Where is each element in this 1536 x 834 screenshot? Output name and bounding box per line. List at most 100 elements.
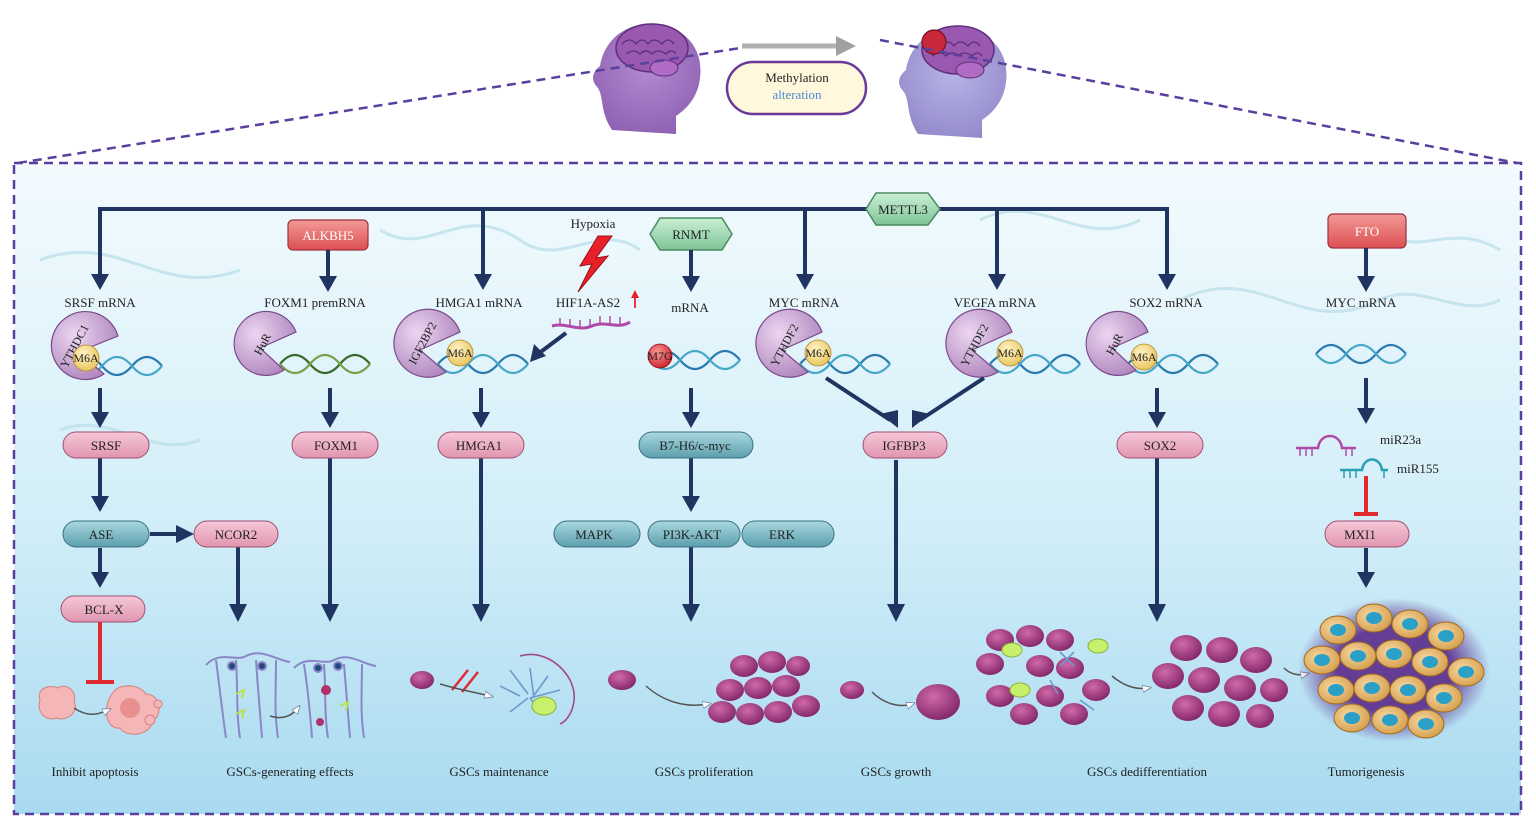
flow-arrows (98, 376, 1368, 608)
svg-text:M6A: M6A (73, 351, 99, 365)
pill-pi3k: PI3K-AKT (647, 520, 741, 548)
reader-hur-foxm1: HuR (233, 310, 297, 377)
inhibit-mxi1 (1354, 476, 1378, 516)
alteration-label: alteration (772, 87, 822, 102)
dediff-cluster (1152, 635, 1288, 728)
pill-ncor2: NCOR2 (193, 520, 279, 548)
foxm1-premrna-label: FOXM1 premRNA (264, 295, 366, 310)
svg-text:ERK: ERK (769, 527, 796, 542)
fto-arrow (1357, 248, 1375, 292)
svg-text:M6A: M6A (805, 346, 831, 360)
svg-text:PI3K-AKT: PI3K-AKT (663, 527, 722, 542)
gscs-generating-cells (205, 652, 377, 739)
up-arrow-icon (631, 290, 639, 308)
hif1a-arrow (530, 331, 568, 362)
mrna-label: mRNA (671, 300, 709, 315)
hif1a-as2-label: HIF1A-AS2 (556, 295, 620, 310)
m7g-mark: M7G (647, 343, 673, 369)
alkbh5-node: ALKBH5 (287, 219, 369, 251)
outcome-gscs-maintenance: GSCs maintenance (449, 764, 549, 779)
m6a-sox2: M6A (1130, 343, 1158, 371)
hmga1-mrna-label: HMGA1 mRNA (435, 295, 523, 310)
svg-text:M6A: M6A (447, 346, 473, 360)
outcome-gscs-growth: GSCs growth (861, 764, 932, 779)
pill-hmga1: HMGA1 (437, 431, 525, 459)
pill-foxm1: FOXM1 (291, 431, 379, 459)
pill-ase: ASE (62, 520, 150, 548)
vegfa-mrna-label: VEGFA mRNA (954, 295, 1037, 310)
helix-myc-fto (1315, 343, 1407, 365)
rnmt-arrow (682, 250, 700, 292)
m6a-srsf: M6A (72, 344, 100, 372)
svg-text:ASE: ASE (89, 527, 114, 542)
zoom-lines (17, 38, 1518, 165)
alkbh5-arrow (319, 250, 337, 292)
svg-text:MXI1: MXI1 (1344, 527, 1376, 542)
reader-igf2bp2: IGF2BP2 (393, 308, 461, 378)
svg-text:BCL-X: BCL-X (85, 602, 125, 617)
pill-igfbp3: IGFBP3 (862, 431, 948, 459)
gscs-maintenance-cells (410, 653, 575, 725)
header-left-head (593, 23, 701, 134)
svg-text:MAPK: MAPK (575, 527, 613, 542)
methylation-box: Methylation alteration (725, 60, 868, 116)
tumor-cluster (1283, 598, 1490, 742)
mirna-155: miR155 (1340, 458, 1439, 478)
svg-text:ALKBH5: ALKBH5 (302, 228, 353, 243)
svg-text:M7G: M7G (647, 349, 673, 363)
fto-node: FTO (1327, 213, 1407, 249)
srsf-mrna-label: SRSF mRNA (64, 295, 136, 310)
svg-text:HMGA1: HMGA1 (456, 438, 502, 453)
myc-mrna-label: MYC mRNA (769, 295, 840, 310)
outcome-gscs-generating: GSCs-generating effects (226, 764, 353, 779)
myc-fto-mrna-label: MYC mRNA (1326, 295, 1397, 310)
m6a-hmga1: M6A (446, 339, 474, 367)
pill-mapk: MAPK (553, 520, 641, 548)
outcome-gscs-proliferation: GSCs proliferation (655, 764, 754, 779)
methylation-arrow (742, 36, 856, 56)
mettl3-bus-arrowheads (91, 274, 1176, 290)
svg-text:B7-H6/c-myc: B7-H6/c-myc (659, 438, 731, 453)
lightning-icon (577, 235, 613, 293)
svg-text:IGFBP3: IGFBP3 (882, 438, 925, 453)
methylation-label: Methylation (765, 70, 829, 85)
pill-erk: ERK (741, 520, 835, 548)
protein-pills: SRSF ASE NCOR2 BCL-X FOXM1 HMGA1 B7-H6/c… (60, 431, 1410, 623)
pill-mxi1: MXI1 (1324, 520, 1410, 548)
pill-bclx: BCL-X (60, 595, 146, 623)
svg-text:FTO: FTO (1355, 224, 1379, 239)
m6a-myc: M6A (804, 339, 832, 367)
mixed-cluster (976, 625, 1110, 725)
rnmt-node: RNMT (649, 217, 733, 251)
svg-text:NCOR2: NCOR2 (215, 527, 258, 542)
svg-text:RNMT: RNMT (672, 227, 710, 242)
m6a-marks: M6A M6A M6A M6A M6A M7G (72, 339, 1158, 372)
mirna-23a: miR23a (1296, 432, 1421, 456)
svg-text:SOX2: SOX2 (1144, 438, 1177, 453)
svg-text:M6A: M6A (997, 346, 1023, 360)
helix-foxm1 (279, 353, 371, 375)
mrna-labels: SRSF mRNA FOXM1 premRNA HMGA1 mRNA mRNA … (64, 295, 1396, 315)
hypoxia-label: Hypoxia (571, 216, 616, 231)
apoptosis-cells (38, 685, 163, 735)
outcome-labels: Inhibit apoptosis GSCs-generating effect… (51, 764, 1404, 779)
tumor-cells (1303, 603, 1485, 739)
sox2-mrna-label: SOX2 mRNA (1129, 295, 1203, 310)
svg-text:miR23a: miR23a (1380, 432, 1421, 447)
svg-text:METTL3: METTL3 (878, 202, 928, 217)
hif1a-as2-rna (551, 316, 631, 330)
flow-arrowheads (91, 408, 1375, 622)
header-right-head (899, 25, 1007, 138)
pill-srsf: SRSF (62, 431, 150, 459)
svg-text:miR155: miR155 (1397, 461, 1439, 476)
outcome-tumorigenesis: Tumorigenesis (1328, 764, 1405, 779)
inhibit-bclx (86, 622, 114, 684)
pill-b7h6: B7-H6/c-myc (638, 431, 754, 459)
svg-text:FOXM1: FOXM1 (314, 438, 358, 453)
outcome-gscs-dedifferentiation: GSCs dedifferentiation (1087, 764, 1207, 779)
pill-sox2: SOX2 (1116, 431, 1204, 459)
m6a-vegfa: M6A (996, 339, 1024, 367)
outcome-inhibit-apoptosis: Inhibit apoptosis (51, 764, 138, 779)
